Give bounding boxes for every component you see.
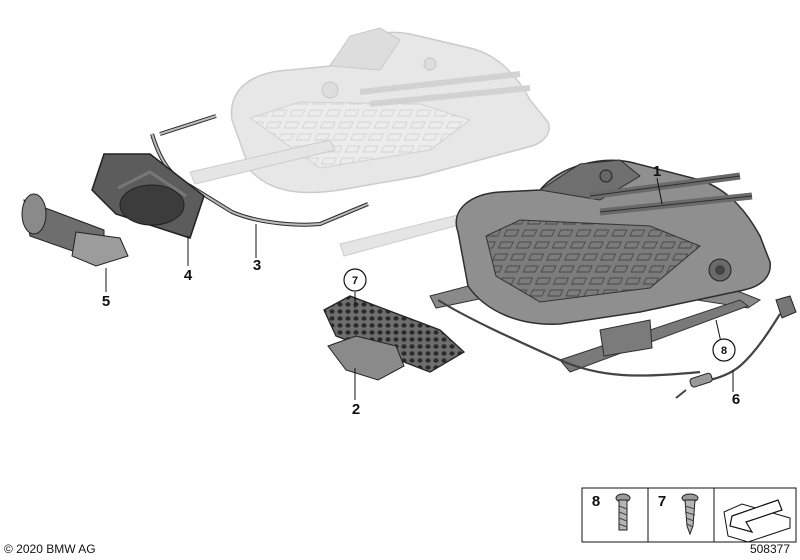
orientation-arrow-icon [723, 499, 791, 543]
legend-label-7: 7 [658, 493, 666, 510]
wire-rod-part [150, 114, 369, 227]
cover-part [91, 153, 205, 239]
cable-part [437, 295, 797, 399]
circled-ref-8: 8 [712, 338, 736, 362]
circled-ref-7-label: 7 [352, 275, 358, 287]
torx-bolt-icon [615, 493, 631, 531]
copyright-text: © 2020 BMW AG [4, 542, 96, 556]
circled-ref-7: 7 [343, 268, 367, 292]
callout-3: 3 [253, 257, 261, 274]
callout-5: 5 [102, 293, 110, 310]
cushion-roll-part [21, 193, 129, 267]
diagram-number: 508377 [750, 542, 790, 556]
circled-ref-8-label: 8 [721, 345, 727, 357]
mesh-panel-part [323, 295, 466, 381]
callouts: 1 2 3 4 5 6 [102, 163, 740, 418]
legend-label-8: 8 [592, 493, 600, 510]
self-tapping-screw-icon [681, 493, 699, 536]
callout-6: 6 [732, 391, 740, 408]
callout-1: 1 [653, 163, 661, 180]
fastener-legend: 8 7 [581, 487, 797, 543]
callout-2: 2 [352, 401, 360, 418]
seat-frame-part [429, 159, 771, 373]
callout-4: 4 [184, 267, 193, 284]
